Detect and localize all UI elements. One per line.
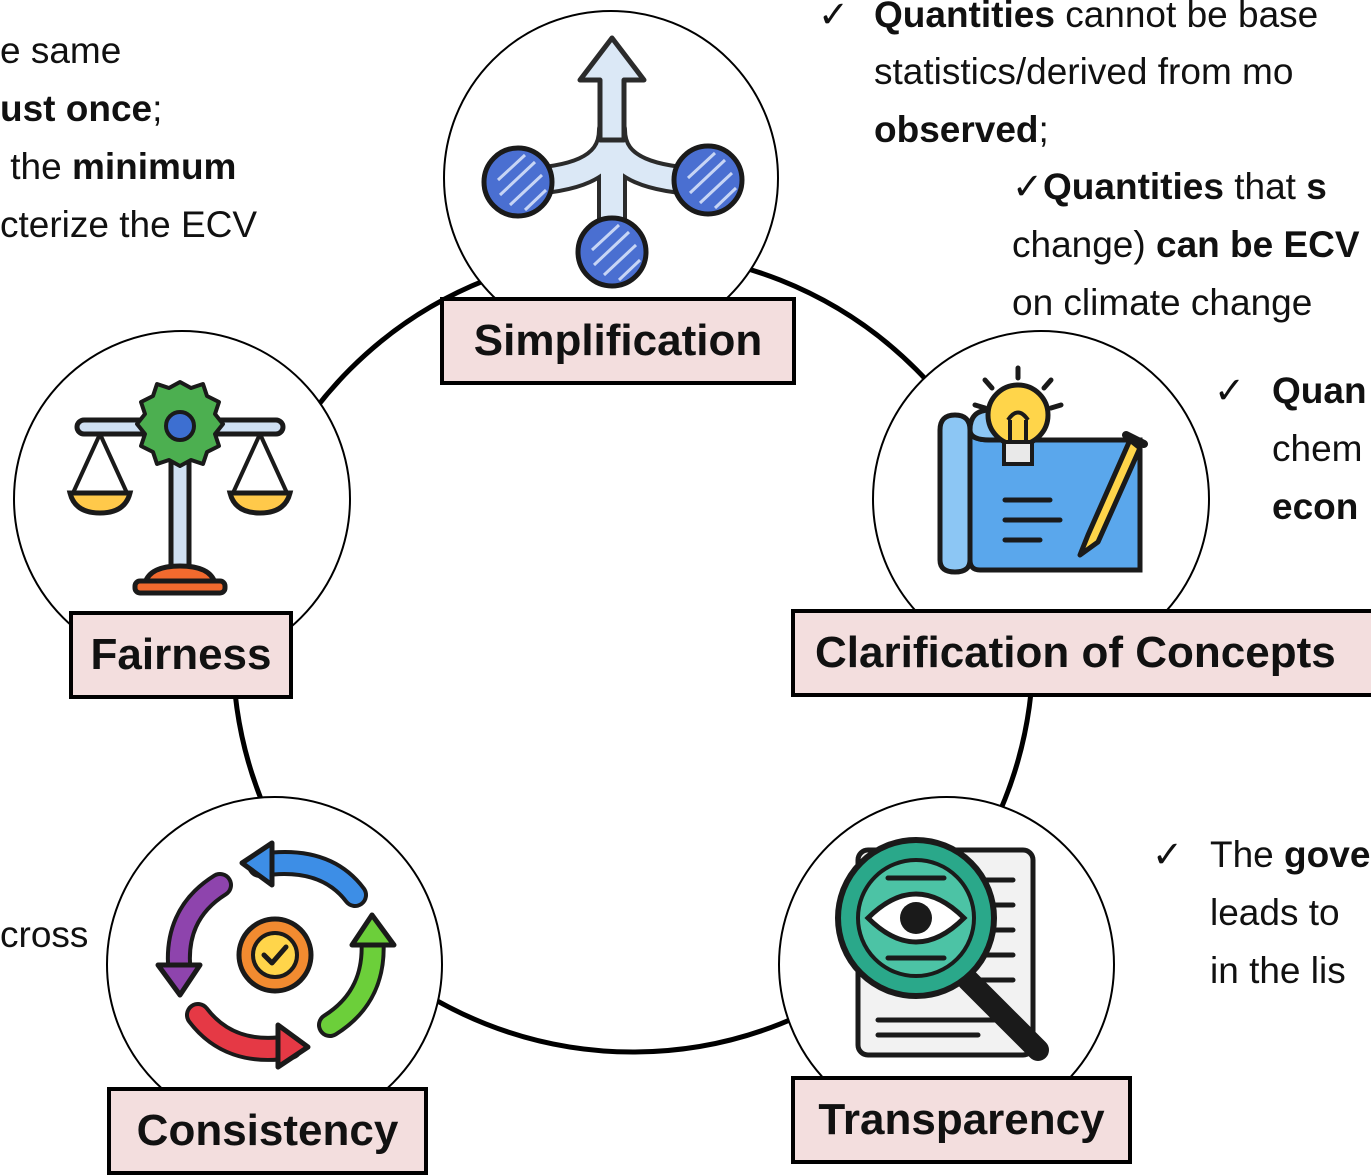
right-top-line-3: observed; bbox=[874, 109, 1049, 150]
transparency-label: Transparency bbox=[791, 1076, 1132, 1164]
left-top-line-2: ust once; bbox=[0, 88, 163, 129]
right-top-line-1: ✓Quantities cannot be base bbox=[818, 0, 1319, 35]
right-top-line-2: statistics/derived from mo bbox=[874, 51, 1294, 92]
fairness-label: Fairness bbox=[69, 611, 293, 699]
balance-scale-icon bbox=[66, 380, 294, 596]
left-top-line-4: cterize the ECV bbox=[0, 204, 258, 245]
right-mid-line-1: ✓Quan bbox=[1214, 370, 1367, 411]
idea-blueprint-icon bbox=[937, 365, 1148, 575]
magnifier-document-icon bbox=[835, 837, 1049, 1061]
right-mid-line-2: chem bbox=[1272, 428, 1363, 469]
right-mid-line-3: econ bbox=[1272, 486, 1359, 527]
simplification-label: Simplification bbox=[440, 297, 796, 385]
consistency-label: Consistency bbox=[107, 1087, 428, 1175]
right-sub-line-3: on climate change bbox=[1012, 282, 1313, 323]
right-low-line-1: ✓The gove bbox=[1152, 834, 1371, 875]
clarification-label: Clarification of Concepts bbox=[791, 609, 1371, 697]
branching-arrow-icon bbox=[481, 35, 745, 289]
right-low-line-3: in the lis bbox=[1210, 950, 1346, 991]
cycle-arrows-icon bbox=[155, 840, 397, 1070]
right-low-line-2: leads to bbox=[1210, 892, 1340, 933]
left-top-line-3: the minimum bbox=[0, 146, 237, 187]
left-mid-line-1: cross bbox=[0, 914, 89, 955]
right-sub-line-1: ✓Quantities that s bbox=[1012, 166, 1327, 207]
right-sub-line-2: change) can be ECV bbox=[1012, 224, 1360, 265]
left-top-line-1: e same bbox=[0, 30, 122, 71]
